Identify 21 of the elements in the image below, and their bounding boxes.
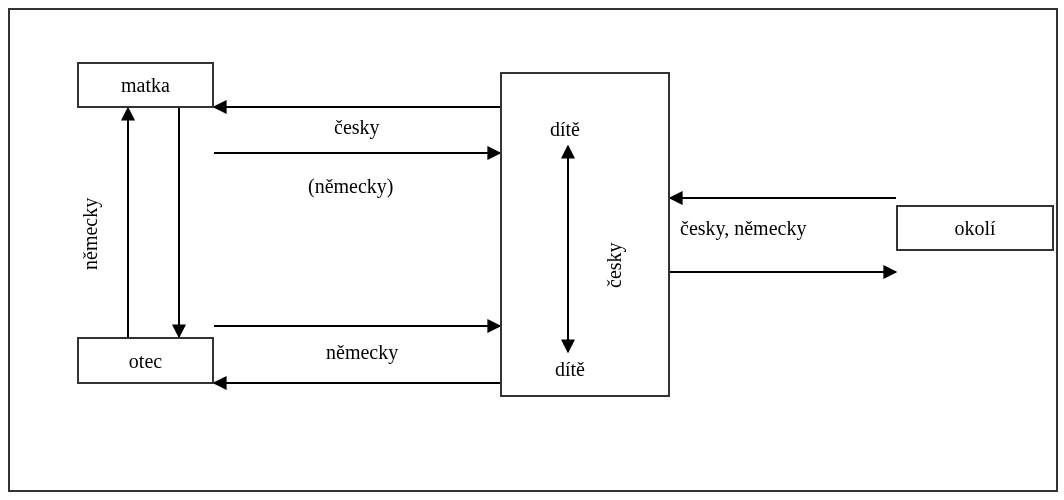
edge-label: česky <box>334 117 380 137</box>
arrow <box>212 376 501 390</box>
arrow <box>213 146 502 160</box>
edge-label: německy <box>326 342 399 362</box>
node-text: dítě <box>535 112 595 146</box>
edge-label: německy <box>80 197 100 270</box>
arrow <box>213 319 502 333</box>
label-box: matka <box>77 62 214 108</box>
arrow <box>561 144 575 354</box>
arrow <box>212 100 501 114</box>
note-text: (německy) <box>308 176 394 196</box>
label-box: otec <box>77 337 214 384</box>
arrow <box>668 191 897 205</box>
edge-label: česky <box>604 242 624 288</box>
label-box: okolí <box>896 205 1054 251</box>
group-box <box>500 72 670 397</box>
node-text: dítě <box>540 352 600 386</box>
arrow <box>121 106 135 338</box>
arrow <box>669 265 898 279</box>
arrow <box>172 107 186 339</box>
edge-label: česky, německy <box>680 218 807 238</box>
